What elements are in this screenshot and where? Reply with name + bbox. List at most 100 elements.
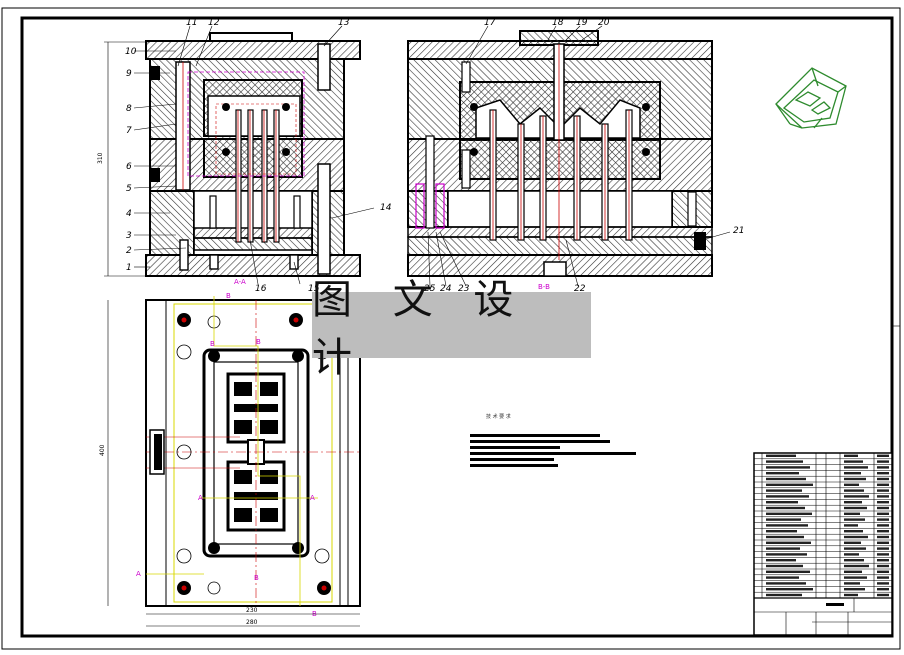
- table-cell-mark: [877, 506, 889, 510]
- plan-marker: A: [136, 570, 141, 578]
- part-label: 17: [484, 18, 496, 28]
- part-label: 11: [186, 18, 197, 28]
- part-label: 25: [424, 284, 436, 294]
- tech-req-title: 技 术 要 求: [486, 413, 511, 420]
- part-label: 21: [733, 226, 744, 236]
- table-cell-mark: [844, 582, 860, 585]
- table-cell-mark: [844, 593, 858, 597]
- table-cell-mark: [844, 588, 865, 591]
- table-cell-mark: [766, 501, 798, 504]
- part-label: 13: [338, 18, 350, 28]
- table-cell-mark: [877, 489, 889, 492]
- table-cell-mark: [766, 570, 810, 573]
- table-cell-mark: [844, 553, 859, 556]
- table-cell-mark: [844, 535, 868, 539]
- table-cell-mark: [844, 466, 868, 469]
- table-cell-mark: [877, 466, 889, 469]
- inner-border: [20, 16, 894, 638]
- table-cell-mark: [877, 570, 889, 573]
- plan-marker: B: [210, 340, 215, 348]
- part-label: 5: [126, 184, 132, 194]
- table-cell-mark: [844, 524, 858, 527]
- table-cell-mark: [844, 547, 866, 550]
- table-cell-mark: [877, 564, 889, 568]
- table-cell-mark: [877, 541, 889, 544]
- dim-width-inner: 230: [246, 607, 258, 614]
- table-cell-mark: [766, 472, 799, 475]
- watermark-banner: 图 文 设 计: [312, 277, 591, 381]
- table-cell-mark: [766, 518, 801, 521]
- table-cell-mark: [877, 472, 889, 475]
- table-cell-mark: [766, 547, 800, 550]
- part-label: 3: [126, 231, 132, 241]
- table-cell-mark: [844, 506, 867, 510]
- table-cell-mark: [766, 483, 813, 486]
- table-cell-mark: [766, 524, 808, 527]
- dim-height-plan: 400: [99, 444, 106, 456]
- part-label: 12: [208, 18, 220, 28]
- table-cell-mark: [877, 576, 889, 579]
- part-label: 2: [126, 246, 132, 256]
- table-cell-mark: [877, 553, 889, 556]
- section-view-bb: 17 18 19 20 21 22 23 24 25 B-B: [407, 18, 744, 294]
- part-label: 6: [126, 162, 132, 172]
- table-cell-mark: [766, 477, 806, 481]
- plan-marker: B: [226, 292, 231, 300]
- part-label: 15: [308, 284, 320, 294]
- table-cell-mark: [844, 559, 864, 562]
- part-label: 10: [125, 47, 137, 57]
- table-cell-mark: [877, 559, 889, 562]
- table-cell-mark: [877, 535, 889, 539]
- part-label: 1: [126, 263, 132, 273]
- plan-marker: B: [254, 574, 259, 582]
- part-label: 22: [574, 284, 586, 294]
- table-cell-mark: [877, 518, 889, 521]
- table-cell-mark: [766, 460, 803, 463]
- table-cell-mark: [766, 553, 807, 556]
- table-cell-mark: [877, 530, 889, 533]
- table-cell-mark: [877, 483, 889, 486]
- technical-requirements: 技 术 要 求: [470, 413, 636, 467]
- outer-border: [1, 7, 901, 650]
- part-label: 16: [255, 284, 267, 294]
- table-cell-mark: [877, 501, 889, 504]
- part-label: 18: [552, 18, 564, 28]
- table-cell-mark: [766, 582, 806, 585]
- part-label: 19: [576, 18, 588, 28]
- table-cell-mark: [877, 588, 889, 591]
- dim-height-left: 310: [97, 152, 104, 164]
- table-cell-mark: [844, 472, 861, 475]
- part-label: 14: [380, 203, 392, 213]
- table-cell-mark: [844, 512, 860, 515]
- table-cell-mark: [766, 530, 797, 533]
- table-cell-mark: [877, 512, 889, 515]
- table-cell-mark: [766, 564, 803, 568]
- table-cell-mark: [766, 512, 812, 515]
- part-label: 9: [126, 69, 132, 79]
- table-cell-mark: [844, 501, 862, 504]
- part-label: 8: [126, 104, 132, 114]
- table-cell-mark: [766, 506, 805, 510]
- table-cell-mark: [844, 576, 867, 579]
- section-label-aa: A-A: [234, 278, 246, 286]
- table-cell-mark: [844, 489, 864, 492]
- table-cell-mark: [877, 593, 889, 597]
- table-cell-mark: [844, 483, 859, 486]
- table-cell-mark: [766, 466, 810, 469]
- table-cell-mark: [766, 588, 813, 591]
- table-cell-mark: [877, 477, 889, 481]
- plan-marker: A: [198, 494, 203, 502]
- table-cell-mark: [766, 535, 804, 539]
- table-cell-mark: [844, 518, 865, 521]
- table-cell-mark: [844, 495, 869, 498]
- part-label: 4: [126, 209, 132, 219]
- part-label: 7: [126, 126, 132, 136]
- dim-width-outer: 280: [246, 619, 258, 626]
- table-cell-mark: [877, 524, 889, 527]
- table-cell-mark: [877, 454, 889, 457]
- section-view-aa: 3 10: [97, 18, 392, 294]
- table-cell-mark: [766, 593, 802, 597]
- table-cell-mark: [766, 541, 811, 544]
- parts-list-table: [753, 452, 893, 636]
